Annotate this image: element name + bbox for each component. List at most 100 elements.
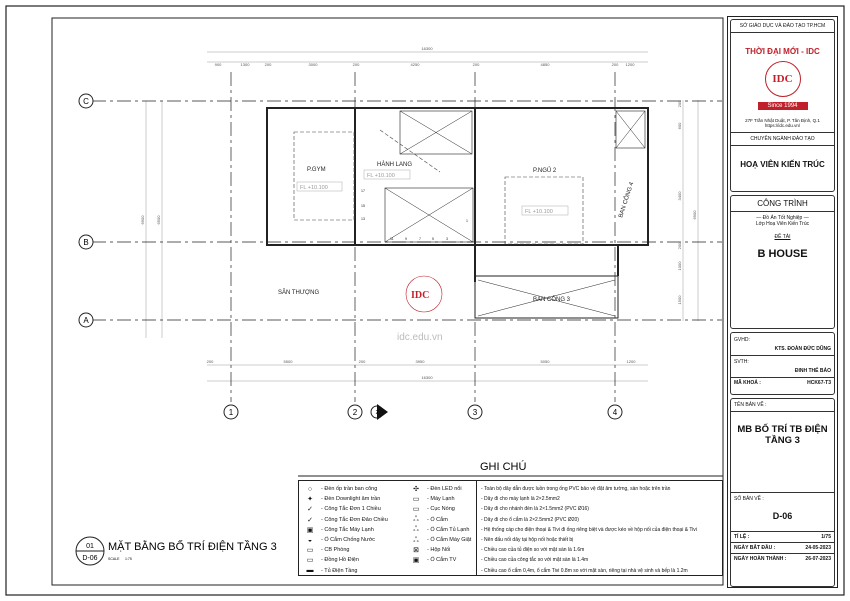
- room-label-balcony-3: BAN CÔNG 3: [533, 296, 571, 303]
- project-label: CÔNG TRÌNH: [731, 196, 834, 212]
- ceiling-light-icon: ○: [307, 485, 313, 493]
- stair-step: 7: [419, 237, 421, 241]
- legend-notes-table: ○- Đèn ốp trần ban công ✦- Đèn Downlight…: [298, 480, 723, 576]
- stair-step: 3: [446, 237, 448, 241]
- washer-socket-icon: ஃ: [413, 536, 419, 544]
- room-label-balcony-4: BAN CÔNG 4: [617, 181, 635, 219]
- start-label: NGÀY BẮT ĐẦU :: [734, 545, 776, 551]
- grid-label-col: 1: [229, 408, 234, 417]
- legend-label: - Ổ Cắm Tủ Lạnh: [427, 526, 470, 533]
- legend-column-middle: ✣- Đèn LED nổi ▭- Máy Lạnh ▭- Cục Nóng ஃ…: [405, 481, 477, 575]
- tv-socket-icon: ▣: [412, 557, 420, 565]
- legend-item: ✓- Công Tắc Đơn Đảo Chiều: [303, 515, 401, 525]
- scale-row: TỈ LỆ :1/75: [731, 531, 834, 543]
- note: - Dây đi cho nhánh đèn là 2×1.5mm2 (PVC …: [481, 506, 589, 513]
- walls: [266, 107, 649, 319]
- legend-item: ▣- Ổ Cắm TV: [409, 555, 472, 565]
- floor-levels: FL +10.100 FL +10.100 FL +10.100: [296, 169, 569, 216]
- breaker-icon: ▭: [306, 547, 314, 555]
- notes-heading: GHI CHÚ: [480, 460, 527, 473]
- start-date: 24-05-2023: [805, 545, 831, 551]
- stair-step: 9: [405, 237, 407, 241]
- waterproof-socket-icon: ◒: [307, 536, 313, 544]
- start-row: NGÀY BẮT ĐẦU : 24-05-2023: [731, 543, 834, 554]
- end-label: NGÀY HOÀN THÀNH :: [734, 556, 787, 562]
- drawing-label: TÊN BẢN VẼ :: [731, 399, 834, 412]
- sheet-label: SỐ BẢN VẼ :: [731, 492, 834, 505]
- note: - Dây đi cho ổ cắm là 2×2.5mm2 (PVC Ø20): [481, 516, 579, 523]
- svth-label: SVTH:: [734, 359, 749, 365]
- note: - Hệ thống cáp cho điện thoại & Tivi đi …: [481, 526, 697, 533]
- scale-label: TỈ LỆ :: [734, 534, 750, 540]
- dim-top: 200: [265, 62, 272, 67]
- dim-right: 1000: [677, 261, 682, 271]
- gvhd-name: KTS. ĐOÀN ĐỨC DŨNG: [731, 343, 834, 356]
- project-line-1: — Đồ Án Tốt Nghiệp —: [756, 215, 809, 221]
- dim-top: 4850: [541, 62, 551, 67]
- legend-label: - Hộp Nối: [427, 547, 451, 554]
- project-line-2: Lớp Hoạ Viên Kiến Trúc: [755, 221, 810, 227]
- dim-bottom: 5500: [284, 359, 294, 364]
- legend-label: - Ổ Cắm Máy Giặt: [427, 537, 472, 544]
- legend-label: - Tủ Điện Tầng: [321, 567, 358, 574]
- grid-label-col: 2: [353, 408, 358, 417]
- idc-watermark: IDC idc.edu.vn: [397, 275, 443, 343]
- idc-logo: IDC: [764, 61, 801, 97]
- gvhd-label: GVHD:: [734, 337, 750, 343]
- scale-value: 1:75: [125, 557, 132, 561]
- legend-item: ஃ- Ổ Cắm: [409, 515, 472, 525]
- watermark-logo: IDC: [411, 290, 429, 301]
- stair-numbers: 17 15 13 11 9 7 5 3 1: [361, 189, 468, 241]
- program-label: CHUYÊN NGÀNH ĐÀO TẠO: [731, 132, 834, 146]
- dim-right: 200: [677, 100, 682, 107]
- course-label: MÃ KHOÁ :: [734, 380, 761, 386]
- dim-bottom: 3950: [416, 359, 426, 364]
- legend-item: ▬ - Tủ Điện Tầng: [303, 566, 401, 576]
- lighting-circuits: [293, 129, 584, 245]
- grid-label-col: 4: [613, 408, 618, 417]
- sheet-border: [5, 5, 845, 596]
- legend-item: ✦- Đèn Downlight âm trần: [303, 494, 401, 504]
- drawing-title: 01 D-06 MẶT BẰNG BỐ TRÍ ĐIỆN TẦNG 3 SCAL…: [75, 460, 723, 566]
- dim-top: 200: [612, 62, 619, 67]
- dim-bottom: 200: [207, 359, 214, 364]
- air-conditioner-icon: ▭: [412, 496, 420, 504]
- dim-bottom: 5050: [541, 359, 551, 364]
- legend-label: - Công Tắc Máy Lạnh: [321, 526, 374, 533]
- grid-label-col: 3: [473, 408, 478, 417]
- section-marker-icon: [377, 404, 388, 420]
- dim-left: 6900: [140, 215, 145, 225]
- stair-step: 15: [361, 204, 365, 208]
- people-box: GVHD: KTS. ĐOÀN ĐỨC DŨNG SVTH: ĐINH THẾ …: [730, 332, 835, 395]
- dim-left: 6500: [156, 215, 161, 225]
- legend-item: ✣- Đèn LED nổi: [409, 484, 472, 494]
- dim-top: 4250: [411, 62, 421, 67]
- dim-top: 1300: [241, 62, 251, 67]
- website: https://idc.edu.vn/: [764, 123, 801, 128]
- svth-name: ĐINH THẾ BẢO: [731, 365, 834, 378]
- legend-item: ◒- Ổ Cắm Chống Nước: [303, 535, 401, 545]
- junction-box-icon: ⊠: [413, 547, 419, 555]
- stair-step: 13: [361, 217, 365, 221]
- note: - Chiều cao của tủ điện so với mặt sàn l…: [481, 547, 585, 554]
- legend-item: ○- Đèn ốp trần ban công: [303, 484, 401, 494]
- note: - Toàn bộ dây dẫn được luồn trong ống PV…: [481, 486, 671, 493]
- room-label-bedroom: P.NGỦ 2: [533, 167, 557, 174]
- panel-icon: ▬: [306, 567, 314, 575]
- project-box: CÔNG TRÌNH — Đồ Án Tốt Nghiệp — Lớp Hoạ …: [730, 195, 835, 329]
- grid-label-row: A: [83, 316, 89, 325]
- legend-item: ▭- CB Phòng: [303, 545, 401, 555]
- dim-top: 200: [353, 62, 360, 67]
- level-tag: FL +10.100: [300, 185, 328, 191]
- sheet-number: D-06: [772, 511, 793, 521]
- course-row: MÃ KHOÁ :HCK67-T3: [731, 378, 834, 388]
- grid-lines: [92, 72, 722, 402]
- dim-bottom: 1200: [627, 359, 637, 364]
- legend-label: - Máy Lạnh: [427, 496, 455, 503]
- room-label-gym: P.GYM: [307, 167, 326, 173]
- legend-label: - Công Tắc Đơn 1 Chiều: [321, 506, 381, 513]
- note: - Nên đấu nối dây tại hộp nối hoặc thiết…: [481, 537, 574, 544]
- view-sheet: D-06: [82, 555, 97, 562]
- address: 27F Trần Nhật Duật, P. Tân Định, Q.1: [745, 118, 820, 123]
